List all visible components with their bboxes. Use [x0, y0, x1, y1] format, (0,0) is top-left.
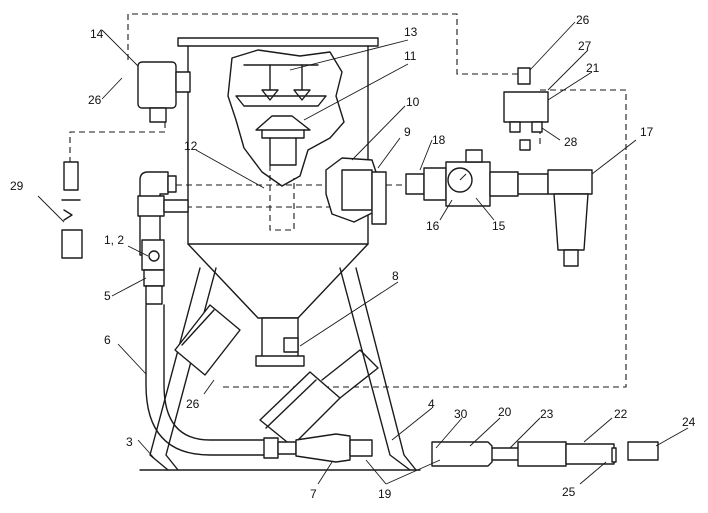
callout-26-bottom: 26: [186, 397, 200, 411]
callout-30: 30: [454, 407, 468, 421]
callout-10: 10: [406, 95, 420, 109]
callout-5: 5: [104, 289, 111, 303]
callout-18: 18: [432, 133, 446, 147]
callout-23: 23: [540, 407, 554, 421]
callout-28: 28: [564, 135, 578, 149]
callout-9: 9: [404, 125, 411, 139]
callout-21: 21: [586, 61, 600, 75]
callout-3: 3: [126, 435, 133, 449]
hose-coupling: [61, 161, 83, 259]
callout-20: 20: [498, 405, 512, 419]
callout-7: 7: [310, 487, 317, 501]
pressure-gauge-remote: [137, 61, 191, 123]
callout-25: 25: [562, 485, 576, 499]
callout-15: 15: [492, 219, 506, 233]
callout-6: 6: [104, 333, 111, 347]
inlet-assembly: [325, 157, 387, 225]
pressure-vessel: [177, 37, 379, 367]
muffler-assembly: [174, 304, 379, 447]
callout-1-2: 1, 2: [104, 233, 124, 247]
air-inlet-piping: [137, 171, 189, 305]
blast-hose: [145, 304, 373, 463]
callout-8: 8: [392, 269, 399, 283]
air-valve-block: [405, 149, 519, 207]
callout-12: 12: [184, 139, 198, 153]
callout-16: 16: [426, 219, 440, 233]
callout-4: 4: [428, 397, 435, 411]
support-legs: [139, 267, 421, 471]
callout-14: 14: [90, 27, 104, 41]
callout-26-top-right: 26: [576, 13, 590, 27]
callout-13: 13: [404, 25, 418, 39]
callout-11: 11: [404, 49, 417, 63]
solenoid-assembly: [503, 67, 549, 151]
callout-labels: 14 26 26 27 21 28 13 11 10 9 18 17 12 29…: [10, 13, 696, 501]
moisture-separator: [517, 169, 593, 267]
callout-26-top-left: 26: [88, 93, 102, 107]
callout-24: 24: [682, 415, 696, 429]
callout-19: 19: [378, 487, 392, 501]
callout-27: 27: [578, 39, 592, 53]
leader-lines: [37, 21, 689, 485]
callout-29: 29: [10, 179, 24, 193]
nozzle-set: [431, 441, 659, 467]
callout-22: 22: [614, 407, 628, 421]
callout-17: 17: [640, 125, 654, 139]
